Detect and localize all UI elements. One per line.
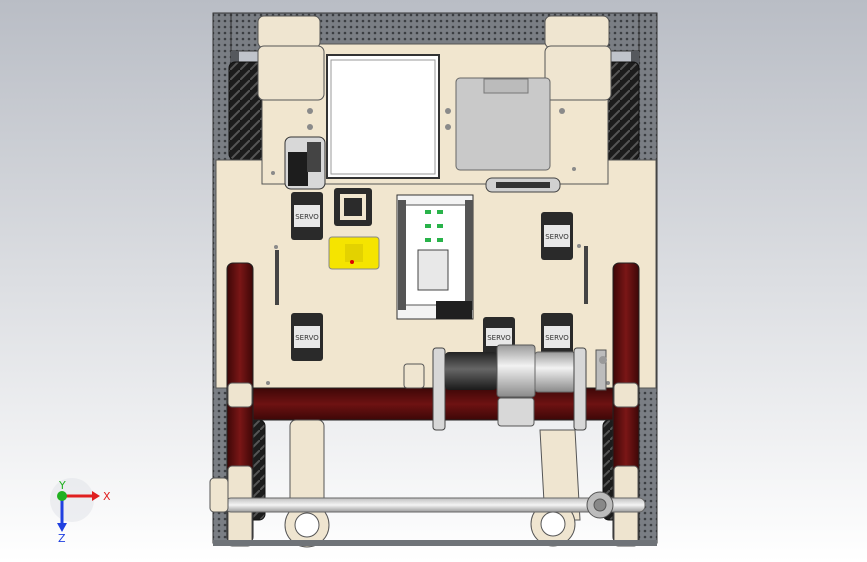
servo-label-1: SERVO xyxy=(295,213,319,221)
rear-shaft xyxy=(209,477,646,519)
arm-left xyxy=(284,419,330,548)
bracket-top-left xyxy=(257,15,325,101)
sprocket xyxy=(586,491,614,519)
battery-panel xyxy=(455,77,551,171)
servo-2: SERVO xyxy=(541,212,573,260)
servo-label-4: SERVO xyxy=(487,334,511,342)
bracket-top-right xyxy=(544,15,612,101)
drive-motor xyxy=(403,344,607,431)
y-axis-dot xyxy=(57,491,67,501)
servo-5: SERVO xyxy=(541,313,573,361)
z-axis-arrow xyxy=(57,523,67,532)
coordinate-triad: X Y Z xyxy=(50,478,111,545)
bottom-frame xyxy=(213,540,657,546)
yellow-sensor xyxy=(328,236,380,270)
servo-3: SERVO xyxy=(291,313,323,361)
x-axis-label: X xyxy=(103,490,111,503)
expansion-hub xyxy=(396,194,474,320)
servo-label-5: SERVO xyxy=(545,334,569,342)
servo-label-2: SERVO xyxy=(545,233,569,241)
power-switch xyxy=(284,136,326,190)
plate-holes xyxy=(266,108,610,385)
servo-1: SERVO xyxy=(291,192,323,240)
phone-mount-window xyxy=(326,54,440,179)
y-axis-label: Y xyxy=(58,479,66,492)
z-axis-label: Z xyxy=(58,532,66,545)
servo-label-3: SERVO xyxy=(295,334,319,342)
control-hub xyxy=(334,188,372,226)
x-axis-arrow xyxy=(92,491,100,501)
